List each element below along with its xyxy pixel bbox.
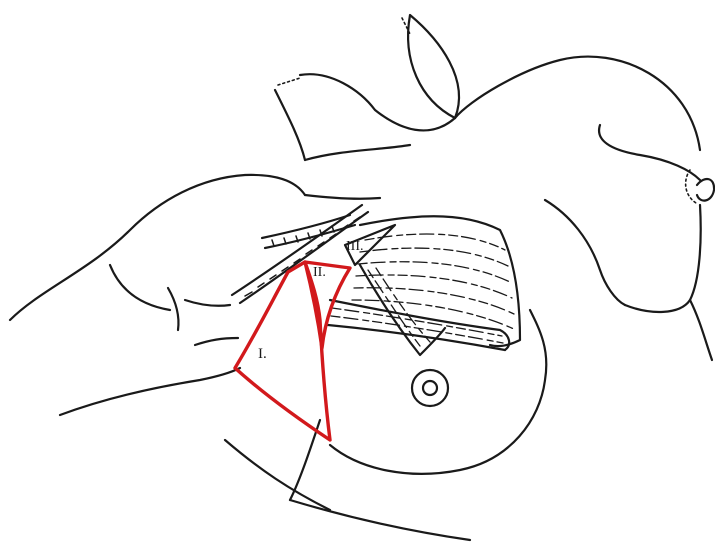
axillary-vein bbox=[232, 205, 368, 303]
axillary-muscle-bundle bbox=[360, 265, 445, 355]
level-ii-label: II. bbox=[313, 265, 326, 280]
level-i-region bbox=[235, 262, 330, 440]
pectoralis-minor-muscle bbox=[328, 300, 509, 350]
breast-outline bbox=[225, 200, 625, 540]
level-iii-label: III. bbox=[346, 239, 364, 254]
level-ii-region bbox=[305, 262, 350, 348]
contralateral-chest-outline bbox=[599, 125, 714, 360]
head-outline bbox=[275, 15, 700, 160]
level-i-label: I. bbox=[258, 346, 267, 362]
pectoralis-major-muscle bbox=[352, 216, 520, 346]
level-ii-boundary bbox=[305, 262, 350, 348]
level-i-boundary bbox=[235, 262, 330, 440]
